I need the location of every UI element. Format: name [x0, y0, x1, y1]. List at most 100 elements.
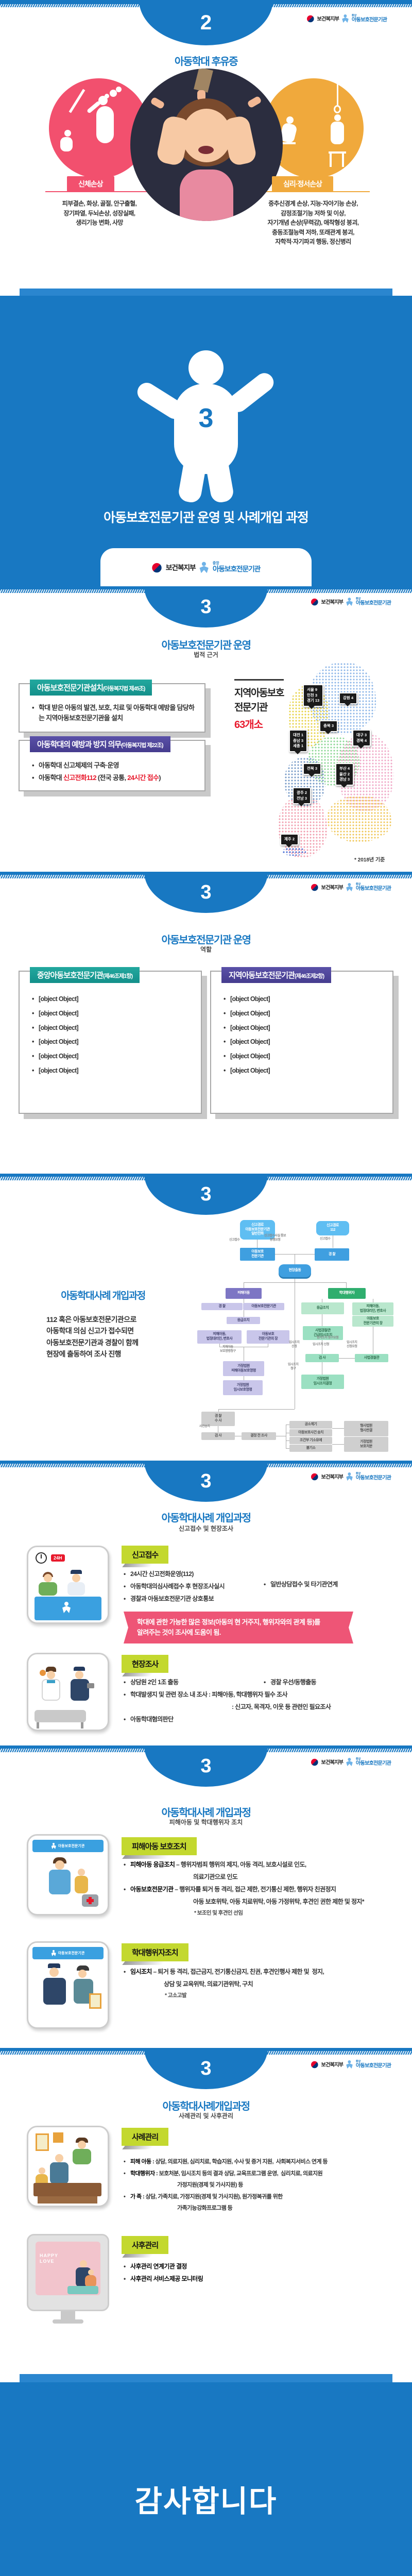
bullet-item: 아동보호전문기관 – 행위자를 퇴거 등 격리, 접근 제한, 전기통신 제한,…: [124, 1885, 402, 1894]
slide3-subtitle: 법적 근거: [194, 651, 218, 658]
bullet-text: * 고소고발: [165, 1992, 187, 1998]
bullet-item: 경찰 우선/동행출동: [264, 1677, 317, 1687]
counselor-head: [78, 2141, 86, 2149]
slide7-title: 아동학대사례 개입과정: [161, 1807, 251, 1819]
flowchart-connector: [218, 1409, 219, 1412]
bullet-item: 학대발생지 및 관련 장소 내 조사 : 피해아동, 학대행위자 필수 조사: [124, 1690, 366, 1699]
map-region-callout: 서울 9 인천 3 경기 13: [303, 684, 324, 708]
bullet-item: 가 족 : 상담, 가족치료, 가정지원(경제 및 가사지원), 원가정복귀를 …: [124, 2193, 410, 2201]
map-region-callout: 충북 3: [319, 720, 338, 734]
section-number-badge-4: 3: [144, 872, 268, 913]
ncpa-logo-icon: [199, 562, 208, 573]
flowchart-node: 경 찰 수 사: [201, 1412, 235, 1426]
slide8-subtitle: 사례관리 및 사후관리: [178, 2112, 234, 2120]
ncpa-logo-textblock: 중앙 아동보호전문기관: [356, 1472, 391, 1481]
logo-pair: 보건복지부 중앙 아동보호전문기관: [152, 562, 261, 573]
bullet-lead: 가 족 :: [130, 2193, 145, 2200]
flowchart-node: 아동보호 전문기관의 장: [247, 1330, 289, 1344]
illustration-child-protection: 아동보호전문기관: [27, 1834, 109, 1916]
pointing-arm-sleeve: [194, 69, 213, 93]
bullet-item: 가정지원(경제 및 가사지원) 등: [124, 2181, 410, 2190]
illustration-field-investigation: [27, 1653, 109, 1731]
bullet-lead: 사후관리 연계기관 결정: [130, 2263, 187, 2270]
flowchart-node: 형사법원 형사판결: [344, 1421, 388, 1436]
ncpa-logo-top-text: 중앙: [212, 562, 219, 566]
police-head: [49, 1968, 59, 1977]
mohw-logo-icon: [311, 2061, 318, 2068]
ncpa-logo-text: 아동보호전문기관: [355, 2062, 391, 2069]
bullet-text: * 보조인 및 후견인 선임: [194, 1910, 243, 1916]
slide2-step-bar: [20, 289, 392, 297]
man-head: [78, 1970, 87, 1978]
bullet-lead: 피해아동 응급조치: [130, 1861, 175, 1868]
flowchart-connector: [332, 1428, 344, 1429]
caption-love: LOVE: [40, 2258, 55, 2264]
section-number-badge-7: 3: [144, 1745, 268, 1787]
agency-sign-text: 아동보호전문기관: [58, 1844, 85, 1848]
investigator-scarf: [47, 1680, 55, 1683]
flowchart-connector: [339, 1358, 355, 1359]
child-body: [75, 1876, 88, 1893]
flowchart-edge-label: 신고접수: [320, 1238, 331, 1241]
slide6-title: 아동학대사례 개입과정: [161, 1513, 251, 1524]
flowchart-connector: [219, 1344, 220, 1347]
counselor-hair: [76, 2138, 88, 2143]
role-bullet: [object Object]: [32, 994, 193, 1004]
map-region-blob: [278, 796, 327, 858]
flowchart-node: 검 사: [201, 1432, 235, 1440]
bullet-lead: 사후관리 서비스제공 모니터링: [130, 2275, 203, 2282]
ncpa-logo-text: 아동보호전문기관: [212, 565, 261, 573]
role-bullet: [object Object]: [32, 1023, 193, 1033]
illustration-report-desk: 24H: [27, 1546, 109, 1624]
law-box2-header-text: 아동학대의 예방과 방지 의무: [37, 740, 122, 749]
ncpa-logo-top-text: 중앙: [355, 598, 361, 601]
flowchart-edge-label: 임시조치 신청요청: [347, 1341, 357, 1348]
bullet2-pre: 아동학대: [39, 774, 63, 782]
mohw-logo-text: 보건복지부: [321, 884, 344, 891]
flowchart-node: 피해아동, 법정대리인, 변호사: [352, 1302, 393, 1315]
section-number: 3: [200, 881, 212, 903]
bullet2-hotline: 신고전화112: [63, 774, 97, 782]
rope-icon: [337, 82, 338, 106]
mohw-logo-icon: [311, 598, 318, 605]
flowchart-node: 사법경찰관: [355, 1354, 388, 1362]
mohw-logo-text: 보건복지부: [321, 2061, 344, 2068]
role-bullet: [object Object]: [224, 1023, 384, 1033]
bullet-item: 상담원 2인 1조 출동: [124, 1677, 366, 1687]
regional-agency-role-box: 지역아동보호전문기관(제46조제2항) [object Object] [obj…: [210, 967, 393, 1114]
section-number: 3: [200, 2057, 212, 2079]
bullet-item: 일반상담접수 및 타기관연계: [264, 1580, 338, 1589]
bullet-item: 경찰과 아동보호전문기관 상호통보: [124, 1594, 278, 1603]
clock-icon: [36, 1552, 47, 1564]
ncpa-logo-textblock: 중앙 아동보호전문기관: [352, 14, 387, 23]
bullet-text: 의료기관으로 인도: [193, 1873, 238, 1880]
flowchart-connector: [346, 1282, 347, 1288]
central-agency-header-text: 중앙아동보호전문기관: [37, 971, 104, 980]
mohw-logo-text: 보건복지부: [317, 15, 340, 22]
flowchart-connector: [286, 1448, 289, 1449]
agency-sign: 아동보호전문기관: [32, 1947, 104, 1959]
map-region-blob: [327, 796, 391, 842]
central-agency-header: 중앙아동보호전문기관(제46조제1항): [30, 967, 140, 983]
ncpa-logo-icon: [342, 14, 349, 23]
police-head: [75, 1671, 83, 1679]
slide2-title: 아동보호전문기관 운영 및 사례개입 과정: [104, 511, 309, 525]
law-box1-header-text: 아동보호전문기관설치: [37, 684, 104, 692]
parent-head: [80, 2260, 87, 2267]
flowchart-connector: [332, 1444, 344, 1445]
mohw-logo-icon: [311, 884, 318, 891]
girl-head: [39, 2167, 45, 2174]
logo-pair: 보건복지부 중앙 아동보호전문기관: [307, 14, 387, 23]
investigator-head: [47, 1671, 55, 1679]
wall-frame: [53, 2132, 63, 2143]
flowchart-edge-label: 임시조치 신청: [313, 1343, 329, 1346]
ncpa-logo-icon: [346, 883, 353, 891]
central-agency-header-sub: (제46조제1항): [103, 973, 133, 979]
field-investigation-bullets: 상담원 2인 1조 출동 학대발생지 및 관련 장소 내 조사 : 피해아동, …: [124, 1677, 366, 1727]
flowchart-node: 경 찰: [201, 1303, 243, 1310]
map-note: * 2018년 기준: [354, 857, 385, 863]
ncpa-logo-text: 아동보호전문기관: [355, 1760, 391, 1767]
physical-damage-text: 피부결손, 화상, 골절, 안구출혈, 장기파열, 두뇌손상, 성장실패, 생리…: [62, 200, 137, 227]
slide2-logo-tab: 보건복지부 중앙 아동보호전문기관: [100, 548, 312, 586]
